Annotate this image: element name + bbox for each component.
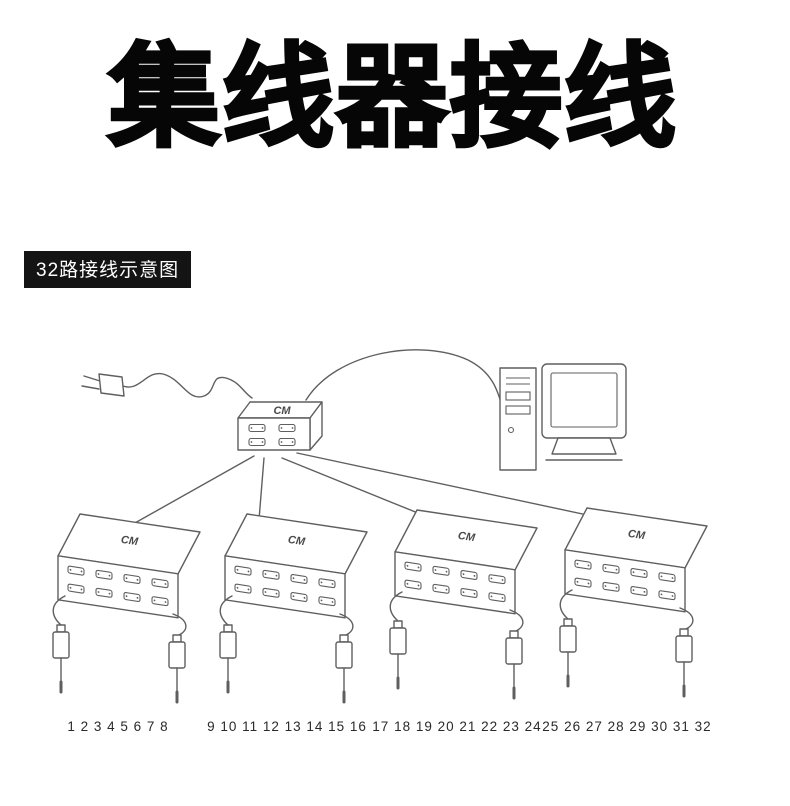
hub-fanout-lines xyxy=(125,452,621,533)
power-plug xyxy=(81,372,253,399)
channel-numbers-2: 9 10 11 12 13 14 15 16 xyxy=(207,719,367,734)
page-title: 集线器接线 xyxy=(107,35,678,160)
channel-numbers-4: 25 26 27 28 29 30 31 32 xyxy=(542,719,711,734)
computer xyxy=(499,363,627,471)
section-label: 32路接线示意图 xyxy=(24,250,192,288)
channel-numbers-1: 1 2 3 4 5 6 7 8 xyxy=(67,719,168,734)
box-logo: CM xyxy=(627,528,647,543)
hub: CM xyxy=(237,401,323,451)
distribution-box-1: CM xyxy=(53,514,200,702)
distribution-box-3: CM xyxy=(390,510,537,698)
hub-logo: CM xyxy=(273,405,291,417)
wiring-diagram: CM CM CM CM CM 1 2 3 4 5 6 7 8 9 10 11 1… xyxy=(0,349,711,734)
channel-numbers-3: 17 18 19 20 21 22 23 24 xyxy=(372,719,541,734)
box-logo: CM xyxy=(120,534,140,549)
box-logo: CM xyxy=(457,530,477,545)
distribution-box-2: CM xyxy=(220,514,367,702)
power-cable xyxy=(122,372,253,399)
hub-to-computer-cable xyxy=(305,349,504,411)
distribution-box-4: CM xyxy=(560,508,707,696)
box-logo: CM xyxy=(287,534,307,549)
